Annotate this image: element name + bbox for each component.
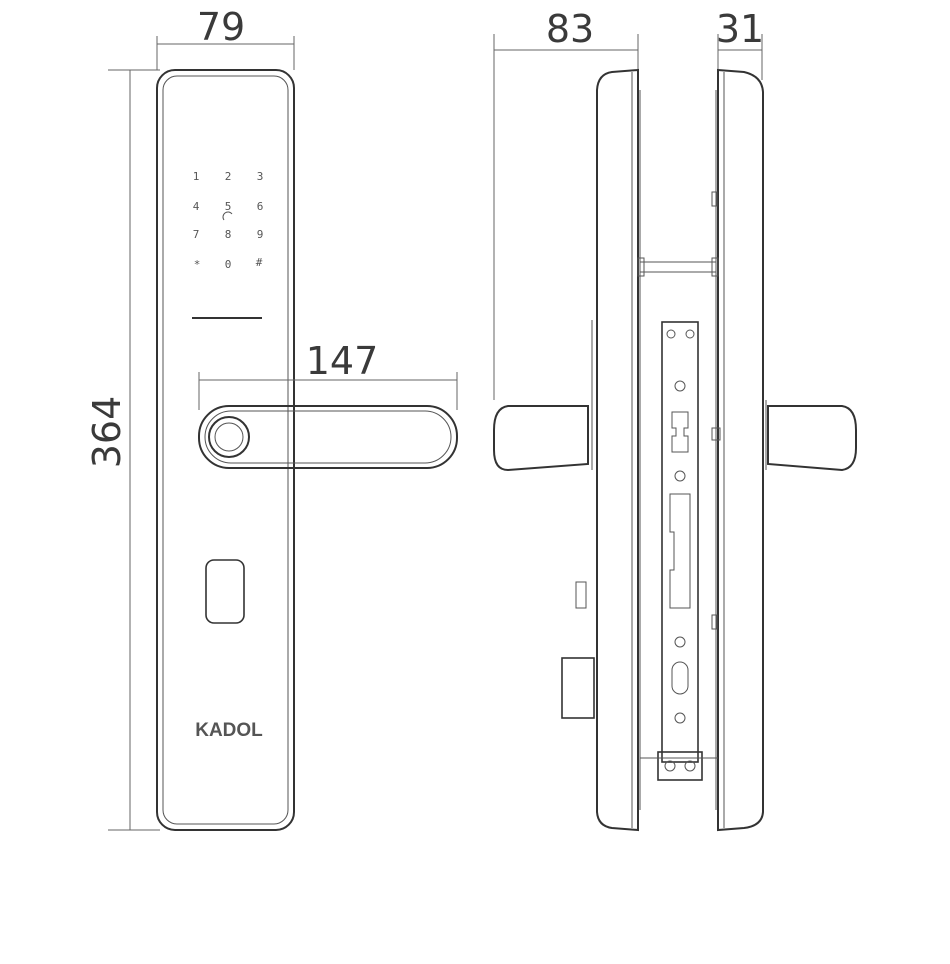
- mortise-faceplate: [661, 321, 699, 763]
- key-9: 9: [257, 228, 264, 241]
- wake-indicator-icon: [222, 211, 233, 221]
- brand-logo: KADOL: [195, 720, 263, 741]
- key-3: 3: [257, 170, 264, 183]
- key-star: *: [194, 258, 201, 271]
- front-handle: [198, 405, 458, 469]
- keypad: 1 2 3 4 5 6 7 8 9 * 0 #: [193, 170, 264, 271]
- front-view: 79 364 1 2 3 4 5 6 7 8 9 * 0 #: [85, 5, 458, 831]
- key-7: 7: [193, 228, 200, 241]
- outer-panel-side: [591, 68, 639, 832]
- mortise-fixing-plate: [640, 751, 718, 781]
- width-dimension: 79: [156, 5, 295, 70]
- side-detail-top: [711, 191, 718, 207]
- handle-length-label: 147: [306, 339, 379, 383]
- height-dimension: 364: [85, 69, 160, 831]
- inner-handle-side: [767, 405, 857, 472]
- side-detail-bottom: [711, 614, 718, 630]
- inner-panel-side: [717, 68, 767, 832]
- key-0: 0: [225, 258, 232, 271]
- side-view: 83 31: [493, 7, 857, 832]
- battery-cover: [561, 657, 595, 719]
- fingerprint-sensor-icon: [208, 416, 250, 458]
- front-panel-inner: [162, 75, 289, 825]
- front-panel: [156, 69, 295, 831]
- outer-handle-side: [493, 405, 589, 472]
- outer-depth-label: 83: [546, 7, 594, 51]
- key-1: 1: [193, 170, 200, 183]
- side-detail-upper: [575, 581, 587, 609]
- key-hash: #: [256, 256, 263, 269]
- inner-depth-label: 31: [716, 7, 764, 51]
- key-cover: [205, 559, 245, 624]
- inner-depth-dimension: 31: [716, 7, 764, 80]
- side-detail-knob: [711, 427, 721, 441]
- key-4: 4: [193, 200, 200, 213]
- spindle: [637, 257, 719, 277]
- outer-depth-dimension: 83: [493, 7, 639, 400]
- width-label: 79: [197, 5, 245, 49]
- key-6: 6: [257, 200, 264, 213]
- key-8: 8: [225, 228, 232, 241]
- handle-length-dimension: 147: [198, 339, 458, 410]
- key-5: 5: [225, 200, 232, 213]
- height-label: 364: [85, 396, 129, 469]
- key-2: 2: [225, 170, 232, 183]
